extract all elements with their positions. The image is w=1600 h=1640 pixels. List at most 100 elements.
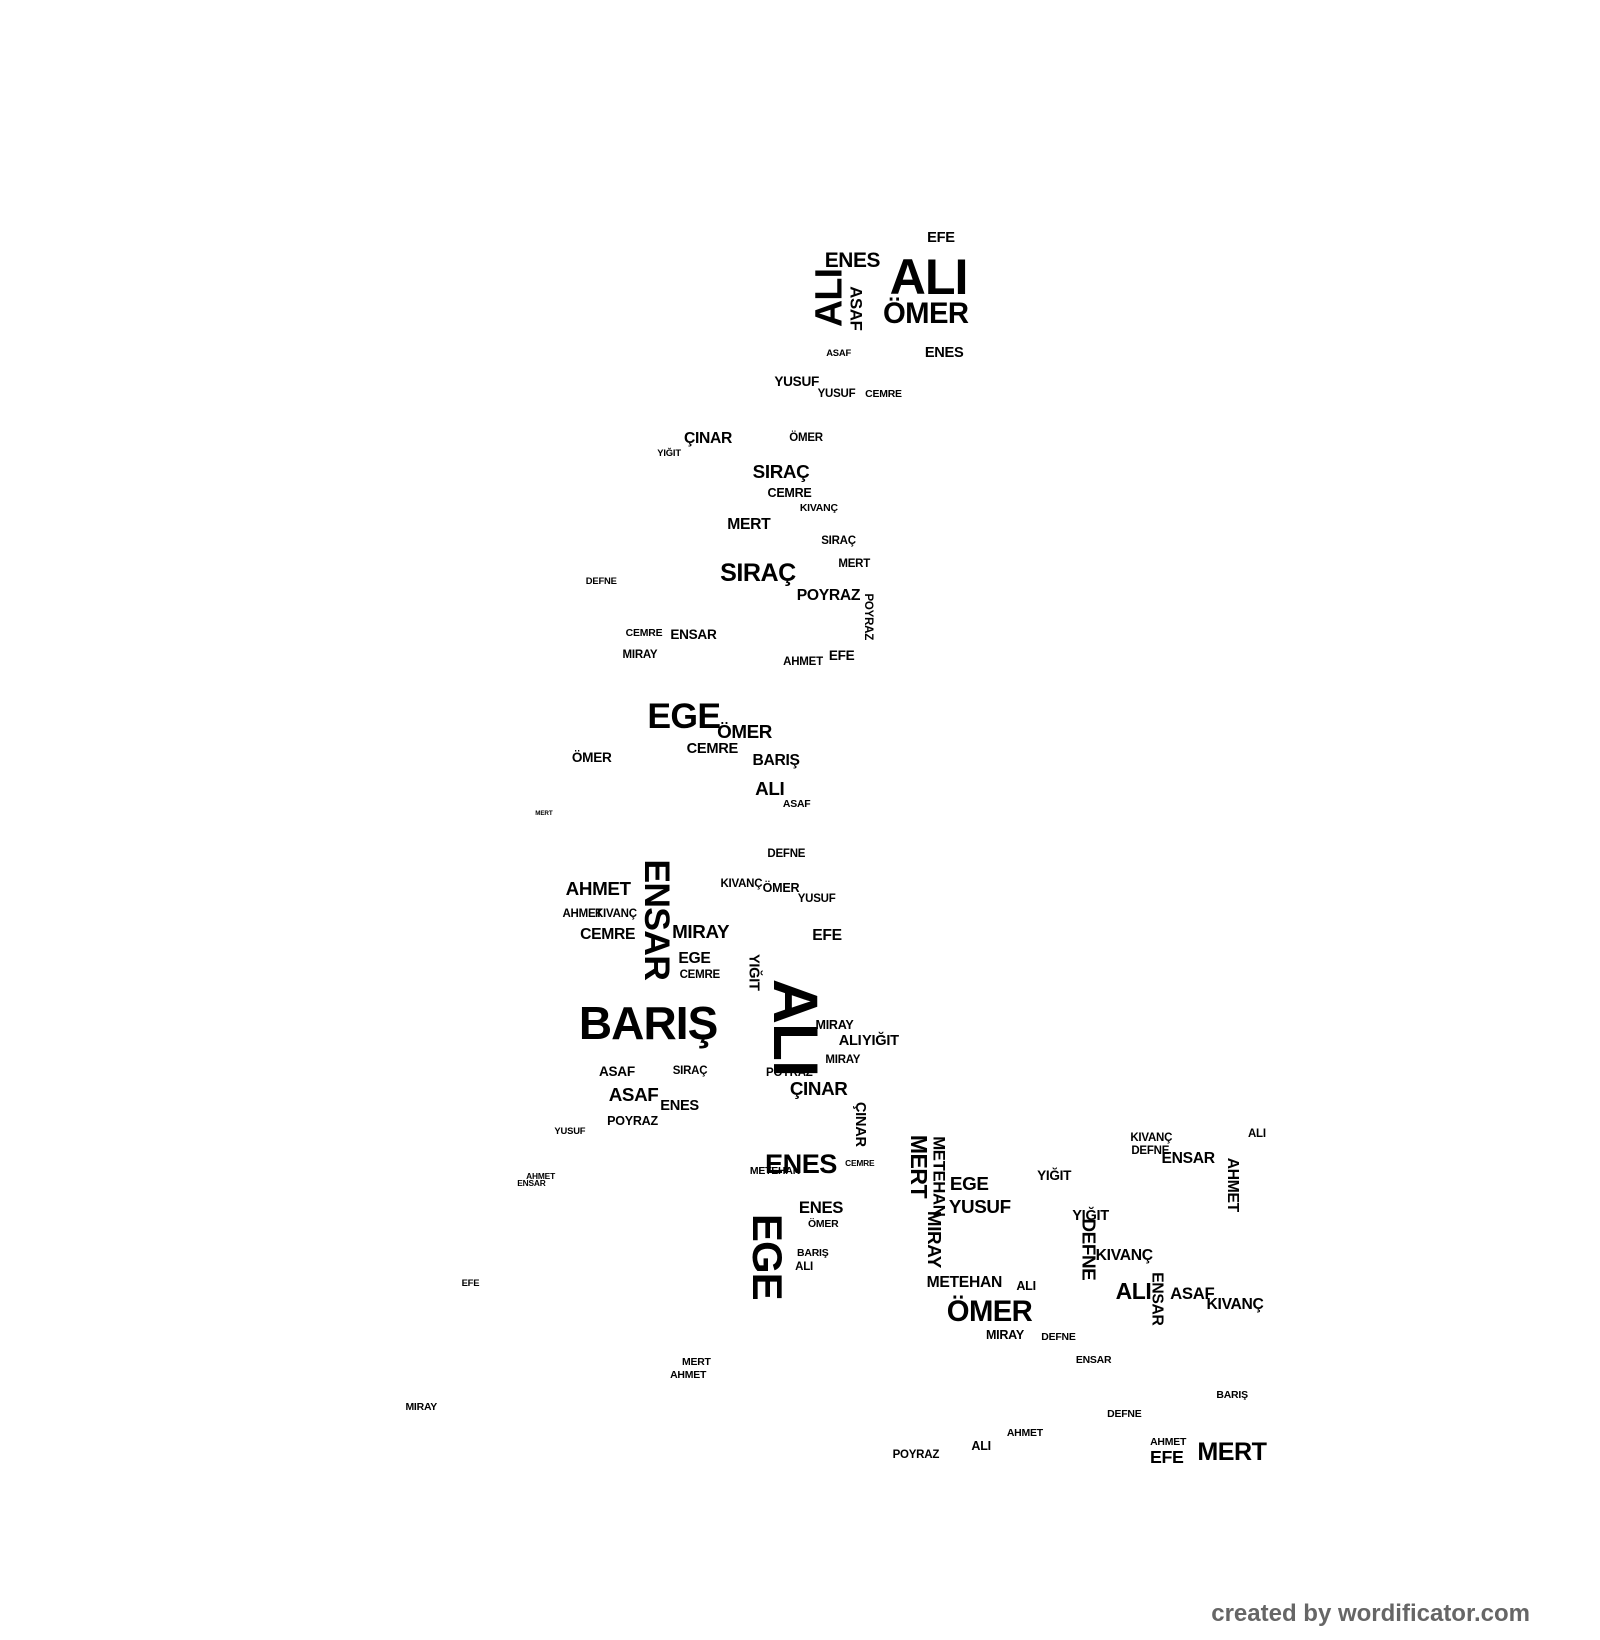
word: ASAF [1170,1284,1215,1304]
word: ALI [755,778,785,800]
word: ÇINAR [851,1101,868,1147]
word: ENES [765,1148,837,1180]
word: METEHAN [749,1166,801,1178]
word: CEMRE [679,968,721,981]
word: SIRAÇ [752,461,810,483]
word: AHMET [562,908,603,921]
word: DEFNE [1077,1218,1099,1281]
word: DEFNE [1107,1408,1142,1420]
word: ÖMER [808,1218,839,1230]
word: DEFNE [767,848,806,861]
word: ENSAR [670,626,717,642]
word: ALI [1016,1278,1036,1293]
word: ALI [838,1033,862,1050]
word: ENSAR [1075,1354,1112,1366]
word: YUSUF [817,388,856,401]
word: ÇINAR [789,1078,848,1100]
word: MERT [838,557,871,570]
word: ENSAR [637,859,678,981]
word: ÖMER [571,750,612,766]
word: SIRAÇ [672,1064,708,1077]
word: EGE [949,1173,989,1195]
word: YIĞIT [1072,1207,1109,1224]
word: ENES [798,1198,844,1218]
word: BARIŞ [797,1247,829,1259]
word: MIRAY [825,1054,861,1067]
word: MIRAY [985,1327,1024,1342]
word: DEFNE [585,574,617,586]
word: METEHAN [926,1274,1003,1292]
word: ASAF [782,799,811,811]
word: ÖMER [789,432,823,445]
word: KIVANÇ [720,877,763,890]
word: ALI [889,249,969,306]
word: KIVANÇ [799,503,838,515]
word: ALI [1115,1278,1152,1304]
word: DEFNE [1131,1145,1170,1158]
word: SIRAÇ [821,534,856,547]
word: KIVANÇ [1206,1296,1264,1314]
word: CEMRE [845,1157,875,1168]
word: AHMET [1006,1427,1043,1439]
word: EFE [828,647,855,663]
word: POYRAZ [766,1066,813,1079]
word: MERT [535,809,553,817]
word: AHMET [526,1171,556,1182]
word: ÖMER [946,1294,1033,1328]
word: MIRAY [405,1401,438,1413]
word: EFE [812,926,842,944]
word: CEMRE [865,389,902,401]
watermark-credit: created by wordificator.com [1211,1600,1530,1627]
word: EGE [647,696,721,737]
word: EFE [927,229,955,246]
word: MIRAY [924,1210,946,1268]
word: CEMRE [767,486,812,501]
word: ENSAR [1148,1272,1166,1326]
word: POYRAZ [796,587,861,605]
word: MIRAY [622,648,658,661]
word: YIĞIT [1037,1168,1072,1184]
word: CEMRE [580,925,636,943]
word: EGE [743,1213,791,1300]
word: YIĞIT [746,954,763,991]
word: MIRAY [672,921,730,943]
word: AHMET [670,1370,707,1382]
word: YUSUF [948,1196,1011,1218]
word: AHMET [1223,1157,1241,1212]
word: EFE [461,1276,480,1288]
word: ALI [807,268,850,328]
word: MERT [681,1356,711,1368]
word: MERT [727,515,771,533]
word: SIRAÇ [720,558,796,587]
word: ÖMER [762,881,800,896]
word: AHMET [1150,1437,1187,1449]
word: EFE [1150,1446,1184,1467]
word: ASAF [598,1063,635,1079]
word: YUSUF [554,1124,586,1136]
word: POYRAZ [892,1448,940,1461]
word: YIĞIT [862,1033,899,1050]
word: KIVANÇ [1095,1246,1153,1264]
word: METEHAN [929,1136,949,1217]
word: ÖMER [717,720,772,742]
word: MIRAY [815,1018,854,1033]
word: BARIŞ [578,996,718,1049]
word: ASAF [608,1084,659,1106]
word: YIĞIT [657,447,681,459]
word: YUSUF [797,893,836,906]
word: MERT [905,1134,932,1198]
word: ALI [795,1261,814,1274]
word: ENES [924,344,964,361]
word: ASAF [826,346,852,358]
word: AHMET [565,878,631,900]
word: EGE [678,949,711,967]
word: KIVANÇ [1130,1131,1173,1144]
word: KIVANÇ [594,908,637,921]
word: ENSAR [517,1177,546,1188]
word: ASAF [846,286,866,331]
word: ÖMER [882,297,969,331]
word: BARIŞ [1216,1390,1248,1402]
word: POYRAZ [607,1113,658,1128]
word: AHMET [783,656,823,668]
